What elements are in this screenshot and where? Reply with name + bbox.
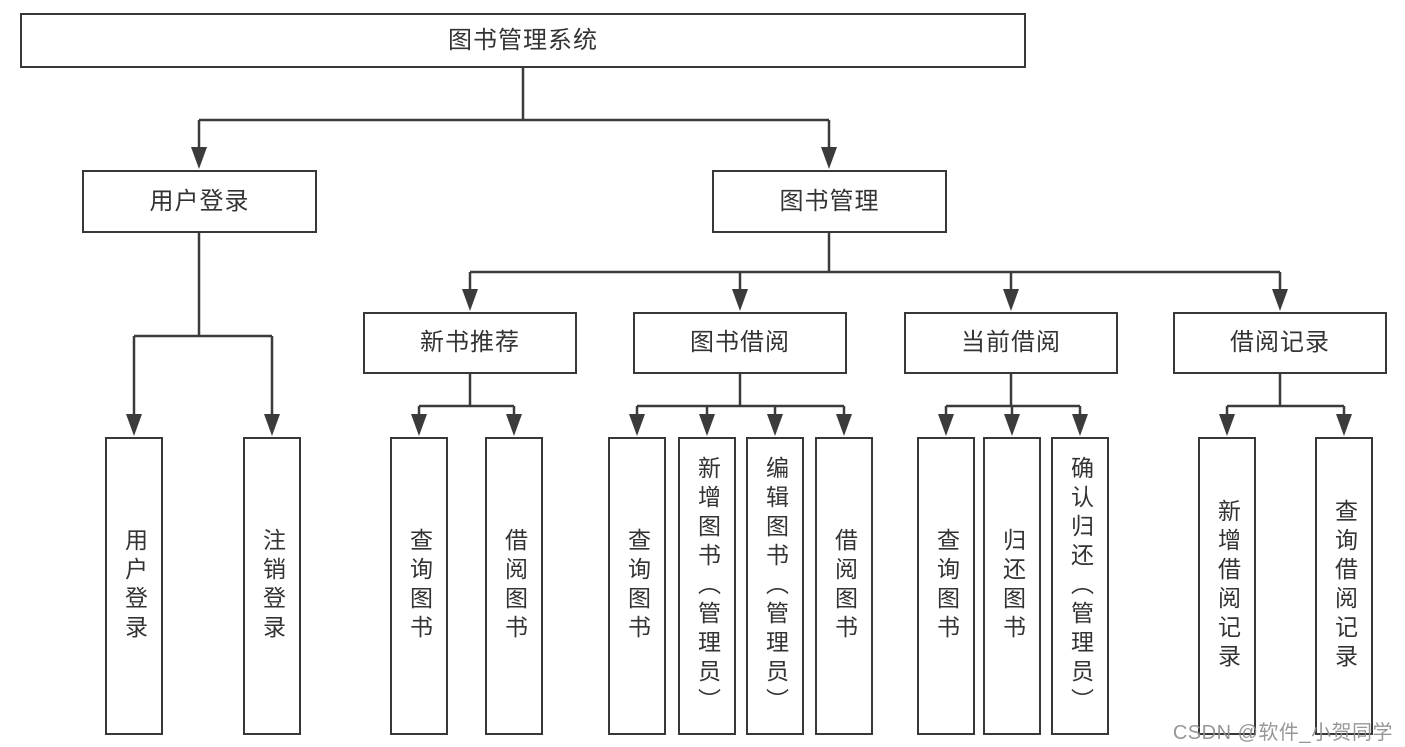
arrowhead bbox=[264, 414, 280, 436]
watermark-text: CSDN @软件_小贺同学 bbox=[1172, 722, 1393, 744]
leaf-query-book-bb: 查询图书 bbox=[608, 437, 666, 735]
node-user-login: 用户登录 bbox=[82, 170, 317, 233]
arrowhead bbox=[1004, 414, 1020, 436]
arrowhead bbox=[1003, 289, 1019, 311]
node-current-borrow: 当前借阅 bbox=[904, 312, 1118, 374]
leaf-user-login: 用户登录 bbox=[105, 437, 163, 735]
arrowhead bbox=[699, 414, 715, 436]
arrowhead bbox=[767, 414, 783, 436]
leaf-add-book: 新增图书（管理员） bbox=[678, 437, 736, 735]
leaf-add-record: 新增借阅记录 bbox=[1198, 437, 1256, 735]
node-borrow-records: 借阅记录 bbox=[1173, 312, 1387, 374]
arrowhead bbox=[462, 289, 478, 311]
arrowhead bbox=[836, 414, 852, 436]
arrowhead bbox=[506, 414, 522, 436]
arrowhead bbox=[1219, 414, 1235, 436]
arrowhead bbox=[411, 414, 427, 436]
arrowhead bbox=[629, 414, 645, 436]
node-book-mgmt: 图书管理 bbox=[712, 170, 947, 233]
arrowhead bbox=[1272, 289, 1288, 311]
leaf-query-book-nb: 查询图书 bbox=[390, 437, 448, 735]
leaf-query-book-cb: 查询图书 bbox=[917, 437, 975, 735]
arrowhead bbox=[732, 289, 748, 311]
node-root: 图书管理系统 bbox=[20, 13, 1026, 68]
arrowhead bbox=[126, 414, 142, 436]
leaf-confirm-return: 确认归还（管理员） bbox=[1051, 437, 1109, 735]
node-new-book-rec: 新书推荐 bbox=[363, 312, 577, 374]
leaf-query-record: 查询借阅记录 bbox=[1315, 437, 1373, 735]
leaf-borrow-book-nb: 借阅图书 bbox=[485, 437, 543, 735]
arrowhead bbox=[191, 147, 207, 169]
connector-lines bbox=[132, 68, 1346, 415]
node-book-borrow: 图书借阅 bbox=[633, 312, 847, 374]
arrowhead bbox=[1072, 414, 1088, 436]
arrowhead bbox=[821, 147, 837, 169]
leaf-return-book: 归还图书 bbox=[983, 437, 1041, 735]
leaf-logout: 注销登录 bbox=[243, 437, 301, 735]
arrowhead bbox=[1336, 414, 1352, 436]
leaf-edit-book: 编辑图书（管理员） bbox=[746, 437, 804, 735]
arrowhead bbox=[938, 414, 954, 436]
leaf-borrow-book-bb: 借阅图书 bbox=[815, 437, 873, 735]
